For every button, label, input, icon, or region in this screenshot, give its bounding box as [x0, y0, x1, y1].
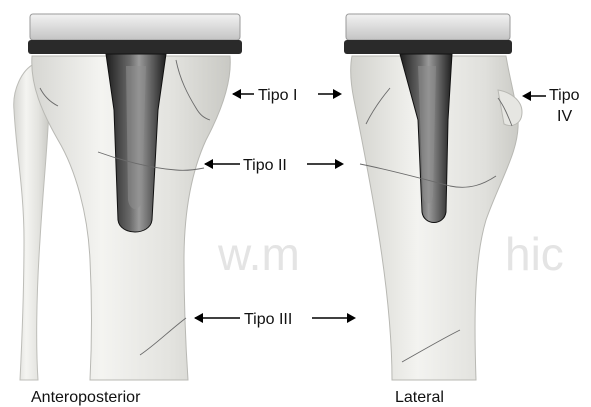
anteroposterior-view	[14, 14, 242, 380]
arrowhead-tipo-i-left	[232, 89, 241, 99]
arrowhead-tipo-i-right	[333, 89, 342, 99]
tray-band-lat	[344, 40, 512, 54]
caption-anteroposterior: Anteroposterior	[31, 389, 141, 406]
label-tipo-i-group: Tipo I	[232, 87, 342, 104]
tray-band-ap	[28, 40, 242, 54]
label-tipo-iv-line1: Tipo	[549, 87, 580, 104]
label-tipo-ii: Tipo II	[243, 157, 287, 174]
arrowhead-tipo-iii-left	[194, 313, 203, 323]
arrowhead-tipo-ii-right	[335, 159, 344, 169]
label-tipo-iv-line2: IV	[557, 108, 572, 125]
watermark-left: w.m	[217, 228, 300, 280]
lateral-view	[344, 14, 522, 380]
caption-lateral: Lateral	[395, 389, 444, 406]
arrowhead-tipo-ii-left	[204, 159, 213, 169]
label-tipo-iii: Tipo III	[244, 311, 292, 328]
watermark-right: hic	[505, 228, 564, 280]
tibial-tray-ap	[30, 14, 240, 40]
label-tipo-iv-group: Tipo IV	[522, 87, 580, 125]
label-tipo-iii-group: Tipo III	[194, 311, 356, 328]
arrowhead-tipo-iii-right	[347, 313, 356, 323]
label-tipo-i: Tipo I	[258, 87, 297, 104]
label-tipo-ii-group: Tipo II	[204, 157, 344, 174]
tibial-tray-lat	[346, 14, 510, 40]
arrowhead-tipo-iv	[522, 91, 531, 101]
